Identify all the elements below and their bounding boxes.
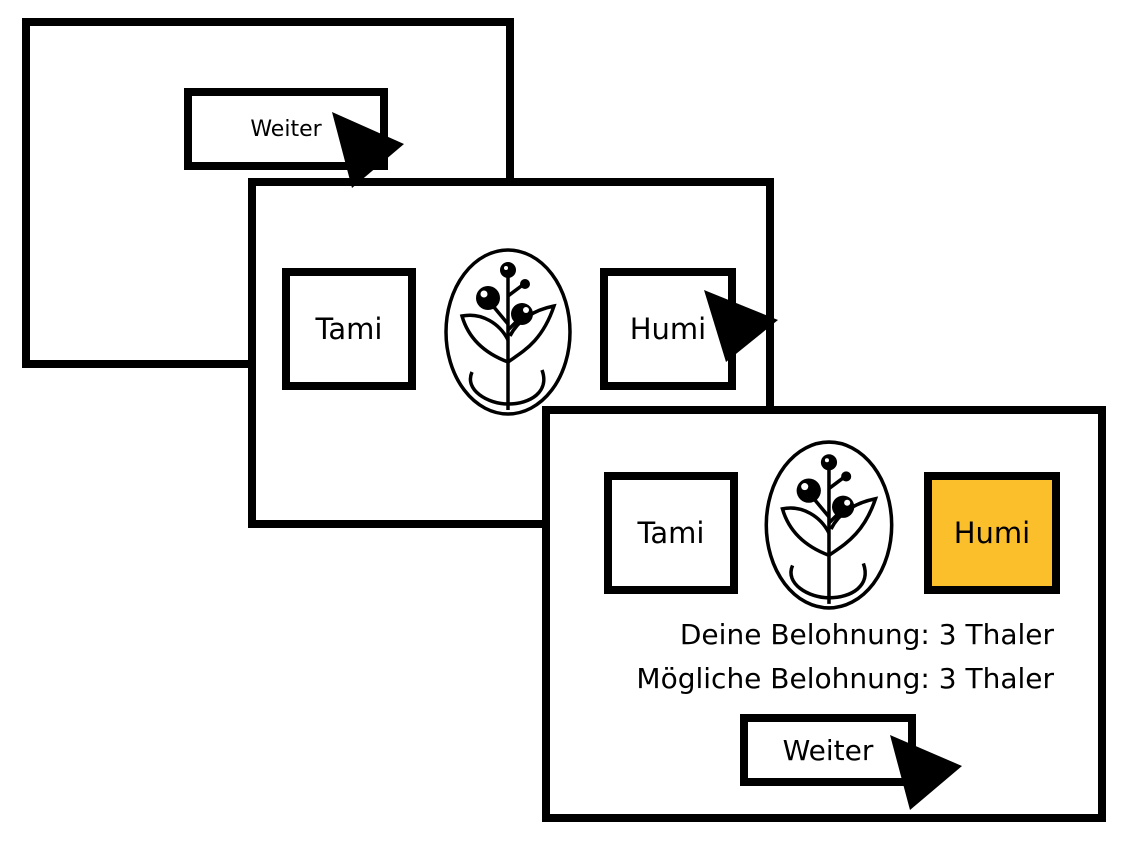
plant-icon [444,248,572,416]
weiter-button-start[interactable]: Weiter [184,88,388,170]
option-label: Tami [637,516,705,550]
option-label: Tami [315,312,383,346]
possible-reward-text: Mögliche Belohnung: 3 Thaler [636,662,1054,695]
option-label: Humi [953,516,1031,550]
option-tami[interactable]: Tami [604,472,738,594]
option-humi-selected[interactable]: Humi [924,472,1060,594]
weiter-button-feedback[interactable]: Weiter [740,714,916,786]
your-reward-text: Deine Belohnung: 3 Thaler [679,618,1054,651]
option-label: Humi [629,312,707,346]
option-tami[interactable]: Tami [282,268,416,390]
weiter-button-label: Weiter [782,733,874,767]
option-humi[interactable]: Humi [600,268,736,390]
plant-icon [764,440,894,610]
weiter-button-label: Weiter [250,116,322,142]
